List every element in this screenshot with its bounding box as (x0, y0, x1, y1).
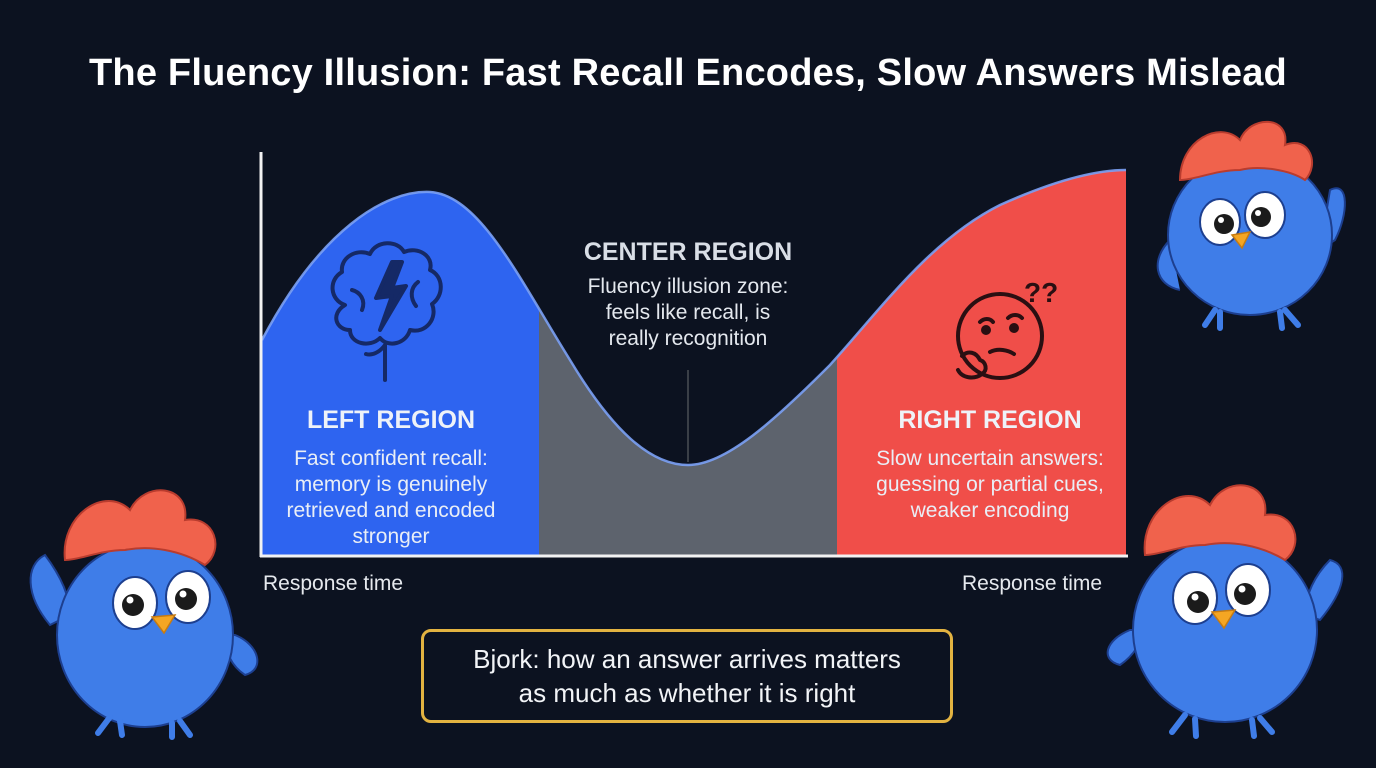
center-region-fill (539, 170, 837, 556)
brain-lightning-icon (330, 241, 443, 382)
bjork-note: Bjork: how an answer arrives matters as … (421, 629, 953, 723)
center-region-title: CENTER REGION (583, 238, 793, 266)
thinking-face-icon (956, 292, 1044, 380)
left-region-title: LEFT REGION (306, 406, 476, 434)
response-curve (260, 168, 1127, 467)
bird-mascot-icon (29, 489, 259, 740)
x-axis-label-left: Response time (263, 572, 404, 595)
x-axis-label-right: Response time (962, 572, 1103, 595)
bird-mascot-icon (1106, 484, 1344, 739)
question-marks: ?? (1024, 277, 1058, 308)
right-region-description: Slow uncertain answers: guessing or part… (876, 447, 1104, 522)
page-title: The Fluency Illusion: Fast Recall Encode… (89, 52, 1287, 94)
bird-mascot-icon (1156, 120, 1346, 331)
center-region-description: Fluency illusion zone: feels like recall… (587, 275, 789, 350)
left-region-description: Fast confident recall: memory is genuine… (286, 447, 496, 548)
right-region-title: RIGHT REGION (898, 406, 1082, 434)
